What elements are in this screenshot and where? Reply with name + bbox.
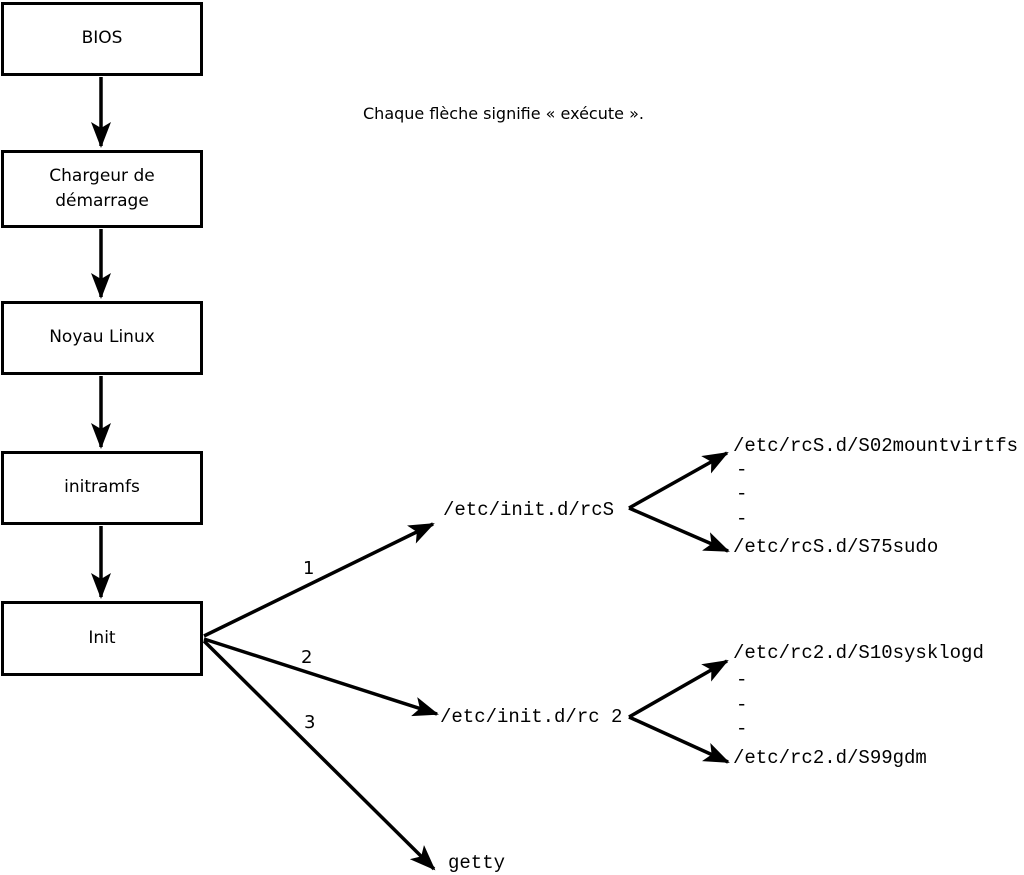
- arrow-rcs-to-s02: [628, 451, 729, 510]
- branch-number-1: 1: [303, 558, 315, 579]
- node-noyau-linux: Noyau Linux: [1, 301, 203, 375]
- arrow-init-to-getty: [202, 639, 436, 871]
- node-chargeur-label: Chargeur de démarrage: [49, 165, 155, 212]
- branch-number-2: 2: [301, 647, 313, 668]
- arrow-rc2-to-s99: [628, 715, 730, 764]
- node-initramfs: initramfs: [1, 451, 203, 525]
- node-init-d-rcs: /etc/init.d/rcS: [443, 499, 615, 521]
- node-bios: BIOS: [1, 2, 203, 76]
- node-rcs-script-last: /etc/rcS.d/S75sudo: [733, 536, 939, 558]
- node-initramfs-label: initramfs: [64, 477, 140, 498]
- rc2-ellipsis-dash: -: [736, 669, 748, 691]
- rc2-ellipsis-dash: -: [736, 718, 748, 740]
- node-init: Init: [1, 601, 203, 676]
- rc2-ellipsis-dash: -: [736, 694, 748, 716]
- node-rc2-script-first: /etc/rc2.d/S10sysklogd: [733, 642, 984, 664]
- node-rcs-script-first: /etc/rcS.d/S02mountvirtfs: [733, 435, 1019, 457]
- arrow-rc2-to-s10: [628, 659, 729, 719]
- legend-note: Chaque flèche signifie « exécute ».: [363, 104, 644, 123]
- node-chargeur-de-demarrage: Chargeur de démarrage: [1, 150, 203, 228]
- node-getty: getty: [448, 852, 506, 874]
- arrow-rcs-to-s75: [628, 506, 730, 553]
- rcs-ellipsis-dash: -: [736, 508, 748, 530]
- node-rc2-script-last: /etc/rc2.d/S99gdm: [733, 747, 927, 769]
- arrow-init-to-rc2: [203, 637, 439, 717]
- node-init-label: Init: [88, 627, 116, 648]
- branch-number-3: 3: [304, 712, 316, 733]
- arrow-init-to-rcs: [203, 522, 435, 638]
- node-noyau-label: Noyau Linux: [49, 327, 155, 348]
- node-init-d-rc2: /etc/init.d/rc 2: [440, 706, 623, 728]
- node-bios-label: BIOS: [81, 28, 123, 49]
- rcs-ellipsis-dash: -: [736, 459, 748, 481]
- rcs-ellipsis-dash: -: [736, 483, 748, 505]
